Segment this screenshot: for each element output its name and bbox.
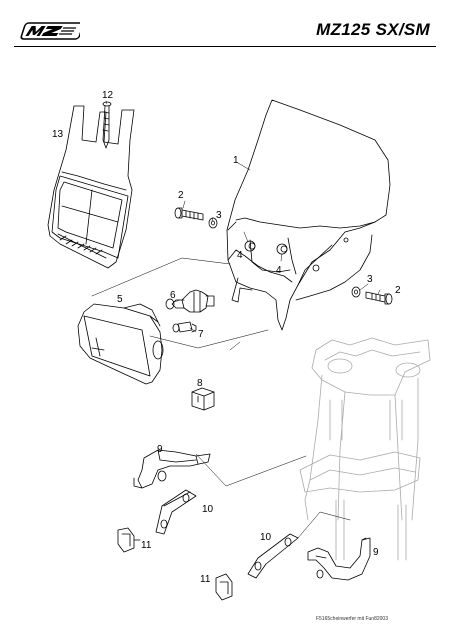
part-8-relay xyxy=(191,387,215,411)
part-2-bolt-right xyxy=(365,291,393,305)
part-2-bolt-left xyxy=(174,207,204,221)
part-3-washer-right xyxy=(351,286,361,298)
part-11-clip-nut-lower xyxy=(215,573,233,601)
callout-11-lower: 11 xyxy=(200,574,211,585)
part-13-number-plate-mask xyxy=(47,105,135,269)
callout-12: 12 xyxy=(102,90,114,101)
callout-2-left: 2 xyxy=(178,190,184,201)
part-10-rubber-strip-lower xyxy=(247,533,299,579)
mz-brand-logo xyxy=(20,22,80,40)
part-6-headlight-bulb xyxy=(165,289,215,313)
callout-5: 5 xyxy=(117,294,123,305)
callout-11-upper: 11 xyxy=(141,540,152,551)
leader-lines xyxy=(91,257,351,539)
callout-2-right: 2 xyxy=(395,285,401,296)
part-7-parking-bulb xyxy=(172,321,197,333)
callout-6: 6 xyxy=(170,290,176,301)
callout-10-lower: 10 xyxy=(260,532,272,543)
part-4-rubber-grommets xyxy=(244,240,288,255)
callout-1: 1 xyxy=(233,155,239,166)
callout-13: 13 xyxy=(52,129,64,140)
callout-7: 7 xyxy=(198,329,204,340)
part-1-headlight-fairing xyxy=(226,99,391,331)
callout-leaders xyxy=(105,100,381,333)
drawing-credit: F5165cheinwerfer mit Fun82003 xyxy=(316,616,388,622)
fork-assembly xyxy=(299,337,431,561)
callout-3-right: 3 xyxy=(367,274,373,285)
part-9-bracket-lower xyxy=(307,537,371,581)
part-11-clip-nut-upper xyxy=(117,527,141,553)
callout-9-upper: 9 xyxy=(157,444,163,455)
callout-4-right: 4 xyxy=(276,265,282,276)
callout-10-upper: 10 xyxy=(202,504,214,515)
part-9-bracket-upper xyxy=(133,449,211,489)
part-5-headlight-unit xyxy=(77,303,164,385)
callout-4-left: 4 xyxy=(237,250,243,261)
part-12-screw xyxy=(102,101,112,149)
part-10-rubber-strip-upper xyxy=(155,489,197,535)
callout-3-left: 3 xyxy=(216,210,222,221)
callout-8: 8 xyxy=(197,378,203,389)
callout-9-lower: 9 xyxy=(373,547,379,558)
header-rule xyxy=(14,46,436,47)
model-title: MZ125 SX/SM xyxy=(316,20,430,39)
